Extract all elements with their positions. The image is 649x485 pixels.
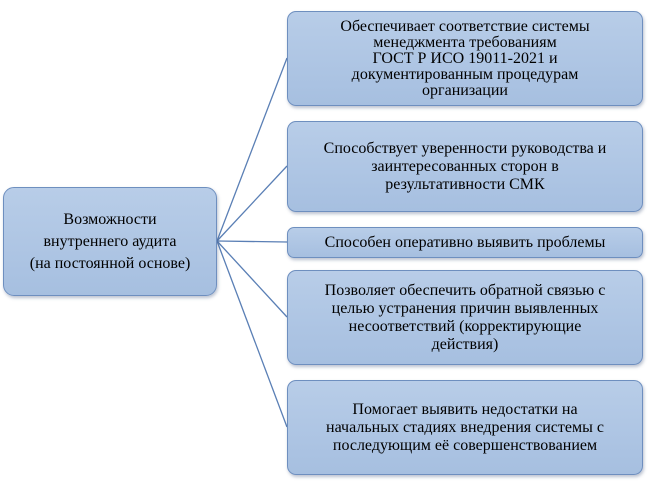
connector-0	[216, 57, 288, 242]
node-confidence-label: Способствует уверенности руководства и з…	[323, 139, 607, 193]
connector-4	[216, 240, 288, 428]
node-feedback-label: Позволяет обеспечить обратной связью с ц…	[324, 281, 606, 353]
node-compliance: Обеспечивает соответствие системы менедж…	[287, 11, 643, 106]
node-early-defects: Помогает выявить недостатки на начальных…	[287, 380, 643, 475]
connector-2	[216, 240, 288, 243]
node-confidence: Способствует уверенности руководства и з…	[287, 121, 643, 212]
connector-1	[216, 165, 288, 242]
node-detect-problems: Способен оперативно выявить проблемы	[287, 227, 643, 258]
node-detect-problems-label: Способен оперативно выявить проблемы	[324, 234, 606, 251]
node-compliance-label: Обеспечивает соответствие системы менедж…	[340, 17, 590, 99]
connector-3	[216, 240, 288, 318]
root-node-label: Возможности внутреннего аудита (на посто…	[29, 210, 191, 272]
root-node-internal-audit: Возможности внутреннего аудита (на посто…	[3, 187, 217, 296]
node-early-defects-label: Помогает выявить недостатки на начальных…	[326, 400, 604, 454]
node-feedback: Позволяет обеспечить обратной связью с ц…	[287, 270, 643, 365]
